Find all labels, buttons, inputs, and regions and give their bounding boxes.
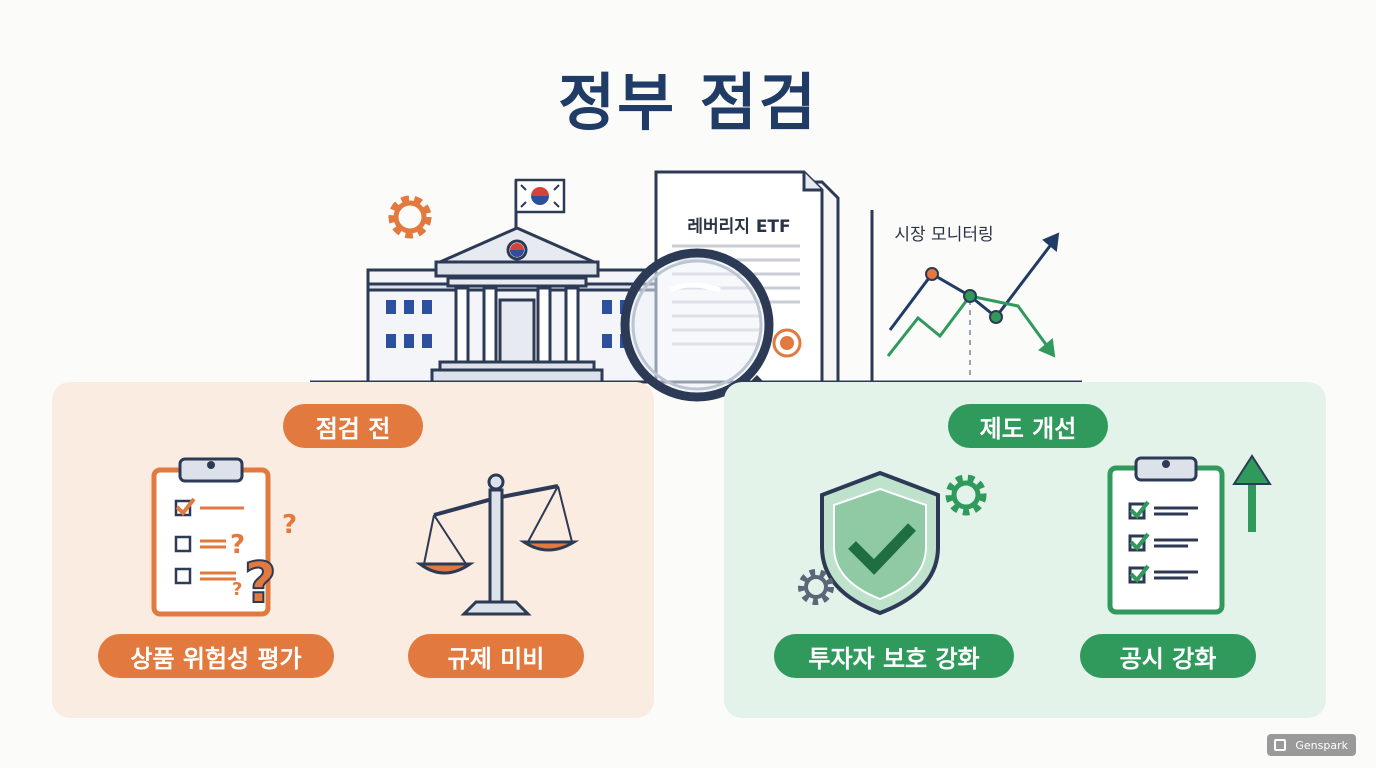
before-item-1-label: 상품 위험성 평가: [98, 634, 334, 678]
before-header: 점검 전: [283, 404, 423, 448]
svg-text:?: ?: [282, 510, 297, 540]
brand-badge: Genspark: [1267, 734, 1356, 756]
shield-check-icon: [798, 470, 987, 616]
svg-text:?: ?: [244, 551, 276, 616]
scale-icon: [415, 473, 580, 616]
government-building-illustration: 레버리지 ETF 시장 모니터링: [310, 170, 1082, 450]
after-header: 제도 개선: [948, 404, 1108, 448]
after-item-2-label: 공시 강화: [1080, 634, 1256, 678]
arrow-up-icon: [1232, 454, 1272, 532]
document-label: 레버리지 ETF: [687, 217, 790, 237]
page-title: 정부 점검: [558, 66, 818, 139]
korean-flag-icon: [514, 178, 566, 232]
government-building-icon: [366, 226, 660, 384]
brand-icon: [1274, 739, 1287, 751]
clipboard-check-icon: [1107, 454, 1272, 615]
chart-label: 시장 모니터링: [894, 225, 993, 245]
after-item-1-label: 투자자 보호 강화: [774, 634, 1014, 678]
svg-text:?: ?: [230, 530, 245, 560]
before-item-2-label: 규제 미비: [408, 634, 584, 678]
clipboard-question-icon: ? ? ? ?: [151, 457, 297, 617]
svg-text:?: ?: [232, 579, 242, 600]
market-chart-icon: [870, 210, 1060, 382]
gear-icon: [388, 195, 432, 239]
brand-label: Genspark: [1295, 738, 1348, 752]
seal-icon: [772, 328, 802, 358]
